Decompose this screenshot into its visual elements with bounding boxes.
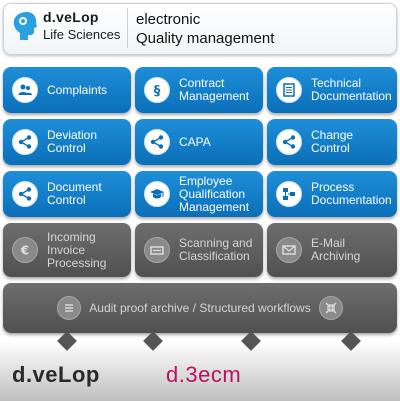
logo-subtitle: Life Sciences <box>43 27 121 42</box>
envelope-icon <box>276 237 302 263</box>
module-label: Complaints <box>47 82 108 97</box>
module-complaints[interactable]: Complaints <box>3 67 131 113</box>
paragraph-icon: § <box>144 77 170 103</box>
graduation-cap-icon <box>144 181 170 207</box>
header-panel <box>3 3 397 55</box>
share-icon <box>276 129 302 155</box>
footer-bar <box>0 341 400 401</box>
people-icon <box>12 77 38 103</box>
module-capa[interactable]: CAPA <box>135 119 263 165</box>
module-label: CAPA <box>179 134 211 149</box>
svg-text:€: € <box>20 244 29 258</box>
archive-bar[interactable]: Audit proof archive / Structured workflo… <box>3 283 397 333</box>
header-title-line1: electronic <box>136 11 201 28</box>
header-divider <box>127 8 128 48</box>
head-profile-icon <box>13 12 37 40</box>
svg-text:§: § <box>154 84 161 98</box>
document-list-icon <box>276 77 302 103</box>
header-title-line2: Quality management <box>136 30 275 47</box>
logo-brand: d.veLop <box>43 9 99 25</box>
euro-icon: € <box>12 237 38 263</box>
scanner-icon <box>144 237 170 263</box>
share-icon <box>12 181 38 207</box>
share-icon <box>12 129 38 155</box>
compress-icon <box>318 296 343 320</box>
flowchart-icon <box>276 181 302 207</box>
archive-label: Audit proof archive / Structured workflo… <box>89 301 311 315</box>
share-icon <box>144 129 170 155</box>
footer-brand-d3ecm: d.3ecm <box>166 362 242 387</box>
list-icon <box>57 296 82 320</box>
footer-brand-dvelop: d.veLop <box>12 362 100 387</box>
